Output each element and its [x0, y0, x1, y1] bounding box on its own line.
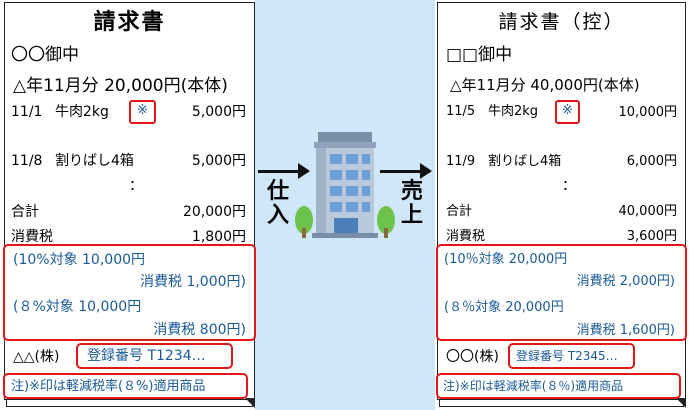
reduced-rate-mark: ※	[555, 100, 580, 124]
item-name: 割りばし4箱	[488, 154, 562, 169]
item-name: 牛肉2kg	[488, 104, 539, 119]
registration-number: 登録番号 T2345…	[516, 349, 618, 363]
reduced-rate-note: 注)※印は軽減税率(８%)適用商品	[11, 379, 206, 394]
item-amount: 5,000円	[191, 153, 246, 169]
rate8-line: (８％対象 20,000円	[444, 300, 564, 315]
rate8-line: (８%対象 10,000円	[13, 299, 142, 315]
invoice-title: 請求書	[93, 10, 166, 35]
total-amount: 40,000円	[618, 204, 678, 219]
tax-breakdown-box	[3, 244, 256, 341]
reduced-rate-mark: ※	[129, 100, 156, 124]
sales-arrow	[380, 163, 432, 179]
item-name: 牛肉2kg	[55, 104, 109, 120]
tax-label: 消費税	[446, 229, 486, 244]
total-label: 合計	[11, 204, 39, 220]
addressee: 〇〇御中	[11, 45, 79, 65]
item-date: 11/5	[446, 104, 476, 119]
issued-invoice-copy: 請求書（控） □□御中 △年11月分 40,000円(本体) 11/5 牛肉2k…	[436, 2, 687, 408]
invoice-title: 請求書（控）	[498, 11, 625, 33]
registration-number-box	[508, 343, 635, 369]
office-building-icon	[295, 132, 395, 238]
rate10-line: (10%対象 10,000円	[13, 252, 146, 268]
item-name: 割りばし4箱	[55, 153, 134, 169]
period-amount: △年11月分 20,000円(本体)	[13, 76, 228, 96]
tax-label: 消費税	[11, 229, 53, 245]
total-amount: 20,000円	[183, 204, 246, 220]
issuer-company: 〇〇(株)	[446, 349, 499, 365]
item-amount: 6,000円	[626, 154, 677, 169]
rate8-tax: 消費税 800円)	[153, 322, 246, 338]
tax-breakdown-box	[436, 244, 687, 341]
note-box	[436, 373, 681, 399]
sales-label-1: 売	[400, 179, 423, 204]
rate8-tax: 消費税 1,600円)	[576, 323, 675, 338]
registration-number: 登録番号 T1234…	[87, 348, 206, 364]
ellipsis: ：	[562, 178, 576, 194]
period-amount: △年11月分 40,000円(本体)	[450, 76, 640, 94]
purchase-label-1: 仕	[266, 179, 289, 204]
registration-number-box	[76, 343, 233, 369]
tax-amount: 3,600円	[626, 229, 677, 244]
issuer-company: △△(株)	[13, 349, 60, 365]
item-amount: 10,000円	[618, 105, 678, 120]
rate10-line: (10％対象 20,000円	[444, 252, 568, 267]
purchase-arrow	[258, 163, 310, 179]
purchase-label-2: 入	[266, 203, 289, 228]
sales-label-2: 上	[400, 203, 423, 228]
item-date: 11/9	[446, 154, 476, 169]
rate10-tax: 消費税 1,000円)	[140, 274, 246, 290]
received-invoice: 請求書 〇〇御中 △年11月分 20,000円(本体) 11/1 牛肉2kg ※…	[3, 2, 256, 408]
rate10-tax: 消費税 2,000円)	[576, 274, 675, 289]
tax-amount: 1,800円	[191, 229, 246, 245]
addressee: □□御中	[446, 45, 513, 65]
item-amount: 5,000円	[191, 104, 246, 120]
item-date: 11/8	[11, 153, 43, 169]
total-label: 合計	[446, 204, 473, 219]
note-box	[3, 373, 248, 399]
item-date: 11/1	[11, 104, 43, 120]
reduced-rate-note: 注)※印は軽減税率(８％)適用商品	[443, 379, 624, 393]
ellipsis: ：	[129, 178, 143, 194]
